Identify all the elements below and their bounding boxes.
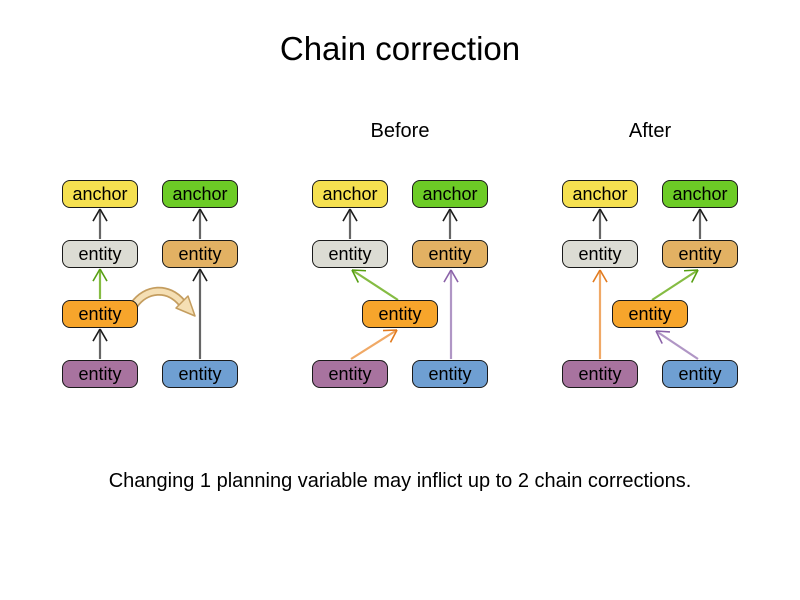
after-label: After: [628, 120, 672, 142]
node-entity-gray: entity: [62, 240, 138, 268]
node-anchor-green: anchor: [412, 180, 488, 208]
arrow-entity-gray-to-anchor-yellow: [592, 208, 608, 239]
arrow-entity-purple-to-entity-orange: [350, 329, 398, 360]
node-entity-purple: entity: [312, 360, 388, 388]
arrow-entity-orange-to-entity-gray: [351, 269, 399, 301]
node-entity-orange: entity: [362, 300, 438, 328]
node-entity-purple: entity: [562, 360, 638, 388]
node-entity-orange: entity: [62, 300, 138, 328]
move-arrow: [129, 286, 196, 317]
arrow-entity-tan-to-anchor-green: [442, 208, 458, 239]
before-label: Before: [370, 120, 430, 142]
arrow-entity-gray-to-anchor-yellow: [342, 208, 358, 239]
node-anchor-yellow: anchor: [562, 180, 638, 208]
node-anchor-yellow: anchor: [62, 180, 138, 208]
node-entity-tan: entity: [162, 240, 238, 268]
node-anchor-yellow: anchor: [312, 180, 388, 208]
node-anchor-green: anchor: [162, 180, 238, 208]
arrow-entity-blue-to-entity-tan: [192, 268, 208, 359]
node-entity-orange: entity: [612, 300, 688, 328]
arrow-entity-tan-to-anchor-green: [192, 208, 208, 239]
node-entity-purple: entity: [62, 360, 138, 388]
arrow-entity-orange-to-entity-tan: [651, 269, 699, 301]
page-title: Chain correction: [279, 30, 521, 67]
caption: Changing 1 planning variable may inflict…: [108, 470, 692, 492]
node-anchor-green: anchor: [662, 180, 738, 208]
node-entity-gray: entity: [562, 240, 638, 268]
arrow-entity-blue-to-entity-orange: [655, 330, 699, 360]
arrow-entity-purple-to-entity-orange: [92, 328, 108, 359]
arrow-entity-tan-to-anchor-green: [692, 208, 708, 239]
arrow-entity-orange-to-entity-gray: [92, 268, 108, 299]
node-entity-gray: entity: [312, 240, 388, 268]
node-entity-blue: entity: [162, 360, 238, 388]
node-entity-tan: entity: [662, 240, 738, 268]
arrow-entity-purple-to-entity-gray: [592, 269, 608, 359]
arrow-entity-blue-to-entity-tan: [443, 269, 459, 359]
node-entity-blue: entity: [662, 360, 738, 388]
node-entity-tan: entity: [412, 240, 488, 268]
node-entity-blue: entity: [412, 360, 488, 388]
arrow-entity-gray-to-anchor-yellow: [92, 208, 108, 239]
